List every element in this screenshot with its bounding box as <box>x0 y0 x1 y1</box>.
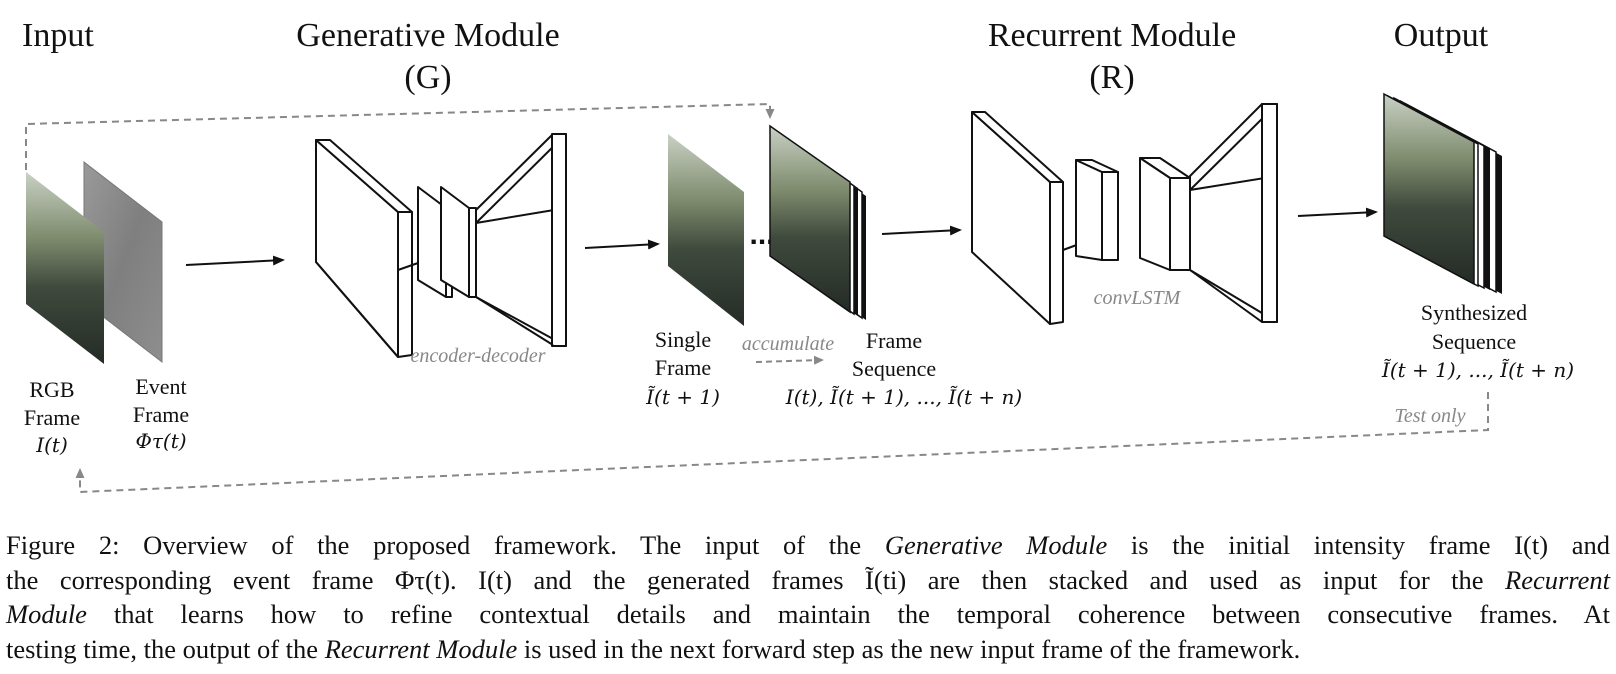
test-only-label: Test only <box>1395 405 1466 427</box>
header-generative-symbol: (G) <box>404 59 451 96</box>
single-frame-math: Ĩ(t + 1) <box>645 385 720 409</box>
caption-recurrent-1: Recurrent <box>1505 564 1610 595</box>
header-generative-module: Generative Module <box>296 17 559 54</box>
frame-sequence-label-1: Frame <box>866 328 922 353</box>
caption-line-1: Figure 2: Overview of the proposed frame… <box>6 528 1610 563</box>
caption-line-2: the corresponding event frame Φτ(t). I(t… <box>6 563 1610 598</box>
header-output: Output <box>1394 17 1489 54</box>
arrow-sequence-to-recurrent <box>881 225 962 236</box>
synthesized-sequence-label-2: Sequence <box>1432 329 1516 354</box>
convlstm-network <box>971 103 1278 325</box>
frame-sequence-stack <box>769 124 866 320</box>
synthesized-sequence-stack <box>1383 92 1502 294</box>
framework-diagram: Input Generative Module (G) Recurrent Mo… <box>22 17 1574 494</box>
event-frame-math: Φτ(t) <box>135 429 186 453</box>
event-frame-label-2: Frame <box>133 402 189 427</box>
encoder-decoder-network <box>315 133 567 358</box>
rgb-frame-label-2: Frame <box>24 405 80 430</box>
caption-line-2-text: the corresponding event frame Φτ(t). I(t… <box>6 564 1506 595</box>
single-frame-image <box>668 134 744 326</box>
accumulate-arrow <box>755 355 824 365</box>
accumulate-feedback-arrow <box>25 102 775 170</box>
rgb-frame-label-1: RGB <box>29 377 74 402</box>
event-frame-label-1: Event <box>135 374 186 399</box>
caption-line-4a: testing time, the output of the <box>6 633 325 664</box>
arrow-generator-to-frame <box>584 239 660 250</box>
caption-line-3-text: that learns how to refine contextual det… <box>86 599 1610 629</box>
caption-prefix: Figure 2: Overview of the proposed frame… <box>6 530 885 560</box>
header-input: Input <box>22 17 94 54</box>
caption-line-3: Module that learns how to refine context… <box>6 597 1610 632</box>
header-recurrent-symbol: (R) <box>1089 59 1134 96</box>
rgb-frame-math: I(t) <box>35 433 68 457</box>
encoder-decoder-label: encoder-decoder <box>410 345 545 367</box>
rgb-frame-image <box>26 172 104 364</box>
caption-recurrent-3: Recurrent Module <box>324 633 518 664</box>
figure-caption: Figure 2: Overview of the proposed frame… <box>6 528 1610 666</box>
test-only-feedback-arrow <box>75 392 1489 494</box>
single-frame-label-2: Frame <box>655 355 711 380</box>
accumulate-label: accumulate <box>742 333 834 355</box>
synthesized-sequence-math: Ĩ(t + 1), ..., Ĩ(t + n) <box>1381 358 1574 382</box>
arrow-recurrent-to-output <box>1297 207 1378 218</box>
caption-generative-module: Generative Module <box>884 530 1108 560</box>
caption-line-4: testing time, the output of the Recurren… <box>6 632 1610 667</box>
header-recurrent-module: Recurrent Module <box>988 17 1236 54</box>
caption-line-4b: is used in the next forward step as the … <box>517 633 1301 664</box>
caption-mid-1: is the initial intensity frame I(t) and <box>1107 530 1610 560</box>
arrow-input-to-generator <box>185 255 285 266</box>
frame-sequence-label-2: Sequence <box>852 356 936 381</box>
frame-sequence-math: I(t), Ĩ(t + 1), ..., Ĩ(t + n) <box>785 385 1022 409</box>
single-frame-label-1: Single <box>655 327 711 352</box>
convlstm-label: convLSTM <box>1094 287 1182 309</box>
caption-recurrent-2: Module <box>6 599 87 629</box>
synthesized-sequence-label-1: Synthesized <box>1421 300 1527 325</box>
